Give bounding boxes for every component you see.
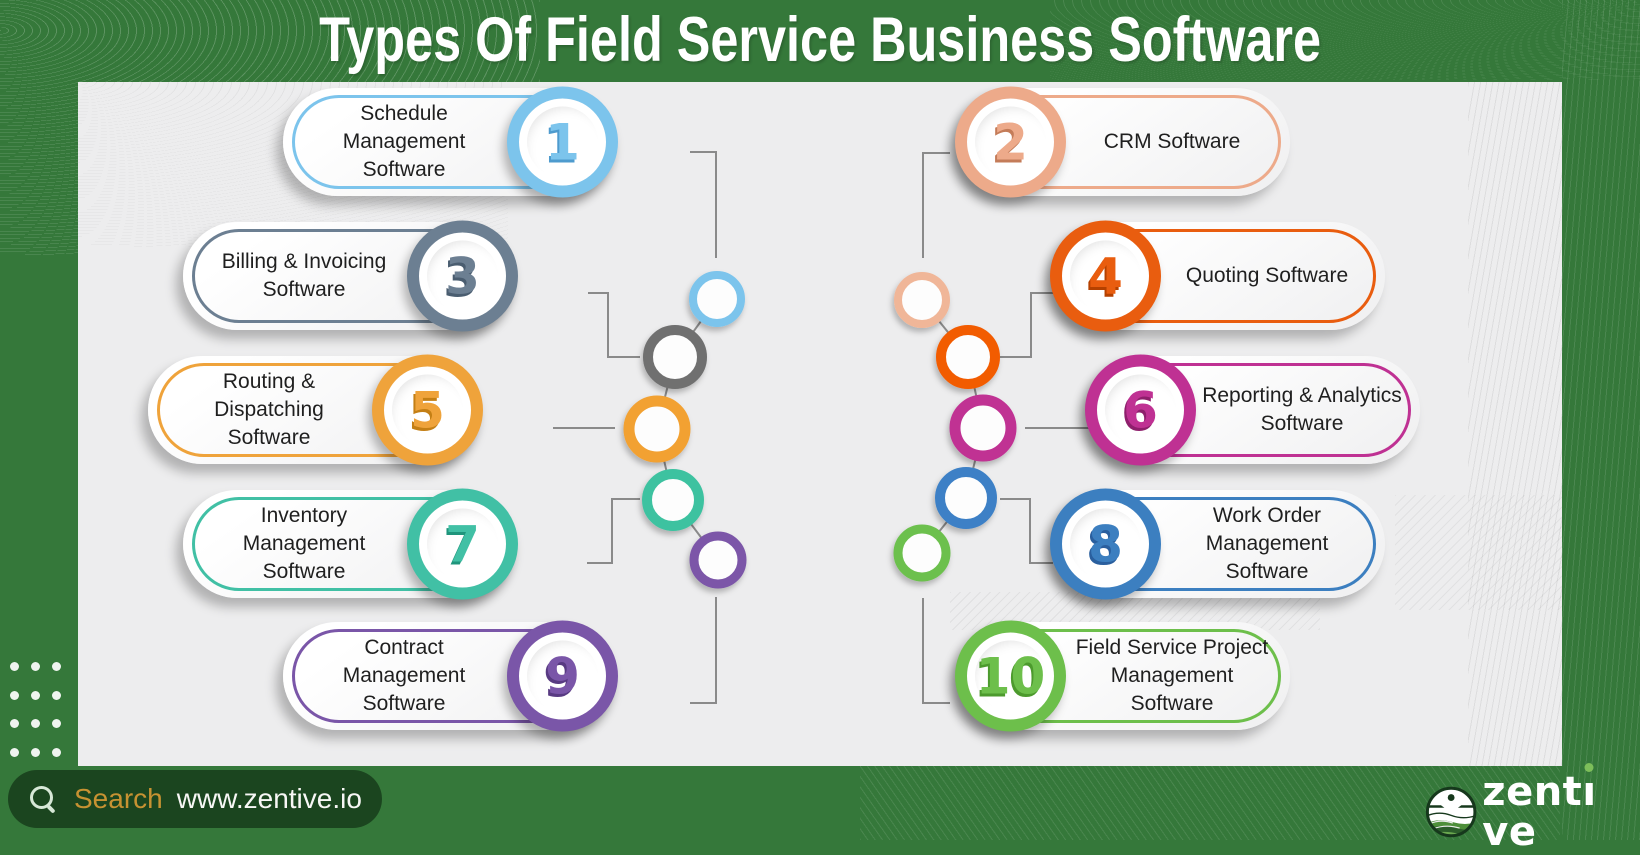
number-text: 5: [410, 381, 445, 439]
pill-label: Billing & Invoicing Software: [221, 250, 387, 301]
number-text: 2: [993, 113, 1028, 171]
dot: [52, 662, 61, 671]
pill-work-order-management-software: Work Order Management Software 8: [1050, 488, 1385, 600]
dot: [52, 690, 61, 700]
pill-label: Routing & Dispatching Software: [214, 370, 324, 449]
pill-label: Work Order Management Software: [1205, 504, 1329, 583]
search-label: Search: [74, 783, 163, 814]
dot: [52, 747, 61, 757]
number-badge: 8: [1050, 488, 1161, 600]
header: Types Of Field Service Business Software: [0, 0, 1640, 80]
number-text: 1: [545, 113, 580, 171]
number-text: 10: [975, 647, 1046, 705]
pill-label: Contract Management Software: [342, 636, 466, 715]
number-text: 8: [1088, 515, 1123, 573]
zentive-landscape-icon: [1425, 786, 1477, 838]
dot: [31, 662, 40, 671]
pill-label: Quoting Software: [1185, 264, 1349, 288]
pill-contract-management-software: Contract Management Software 9: [283, 620, 618, 732]
number-badge: 5: [372, 354, 483, 466]
dot-grid-decoration: [10, 662, 73, 776]
number-text: 9: [545, 647, 580, 705]
number-badge: 2: [955, 86, 1066, 198]
dot: [10, 662, 19, 671]
pill-label: Reporting & Analytics Software: [1202, 384, 1402, 435]
page-title: Types Of Field Service Business Software: [319, 5, 1321, 75]
number-badge: 6: [1085, 354, 1196, 466]
pill-reporting-analytics-software: Reporting & Analytics Software 6: [1085, 354, 1420, 466]
number-text: 3: [445, 247, 480, 305]
search-url: www.zentive.io: [176, 783, 362, 814]
dot: [31, 719, 40, 728]
logo-i-dot: [1584, 763, 1594, 772]
pill-label: Inventory Management Software: [242, 504, 366, 583]
dot: [10, 690, 19, 700]
dot: [31, 690, 40, 700]
dot: [10, 719, 19, 728]
search-icon: [30, 786, 56, 812]
pill-label: CRM Software: [1103, 130, 1241, 154]
dot: [10, 747, 19, 757]
number-badge: 1: [507, 86, 618, 198]
dot: [52, 719, 61, 728]
dot: [31, 747, 40, 757]
number-text: 4: [1088, 247, 1123, 305]
pill-routing-dispatching-software: Routing & Dispatching Software 5: [148, 354, 483, 466]
number-badge: 4: [1050, 220, 1161, 332]
number-text: 6: [1123, 381, 1158, 439]
number-badge: 10: [955, 620, 1066, 732]
pill-inventory-management-software: Inventory Management Software 7: [183, 488, 518, 600]
pill-crm-software: CRM Software 2: [955, 86, 1290, 198]
pill-quoting-software: Quoting Software 4: [1050, 220, 1385, 332]
pill-schedule-management-software: Schedule Management Software 1: [283, 86, 618, 198]
pill-label: Field Service Project Management Softwar…: [1075, 636, 1269, 715]
pill-field-service-project-management-software: Field Service Project Management Softwar…: [955, 620, 1290, 732]
pill-label: Schedule Management Software: [342, 102, 466, 181]
background-swoosh-lines-right: [1562, 0, 1640, 840]
number-badge: 3: [407, 220, 518, 332]
number-badge: 9: [507, 620, 618, 732]
number-text: 7: [445, 515, 480, 573]
pill-billing-invoicing-software: Billing & Invoicing Software 3: [183, 220, 518, 332]
search-bar[interactable]: Search www.zentive.io: [8, 770, 382, 828]
number-badge: 7: [407, 488, 518, 600]
